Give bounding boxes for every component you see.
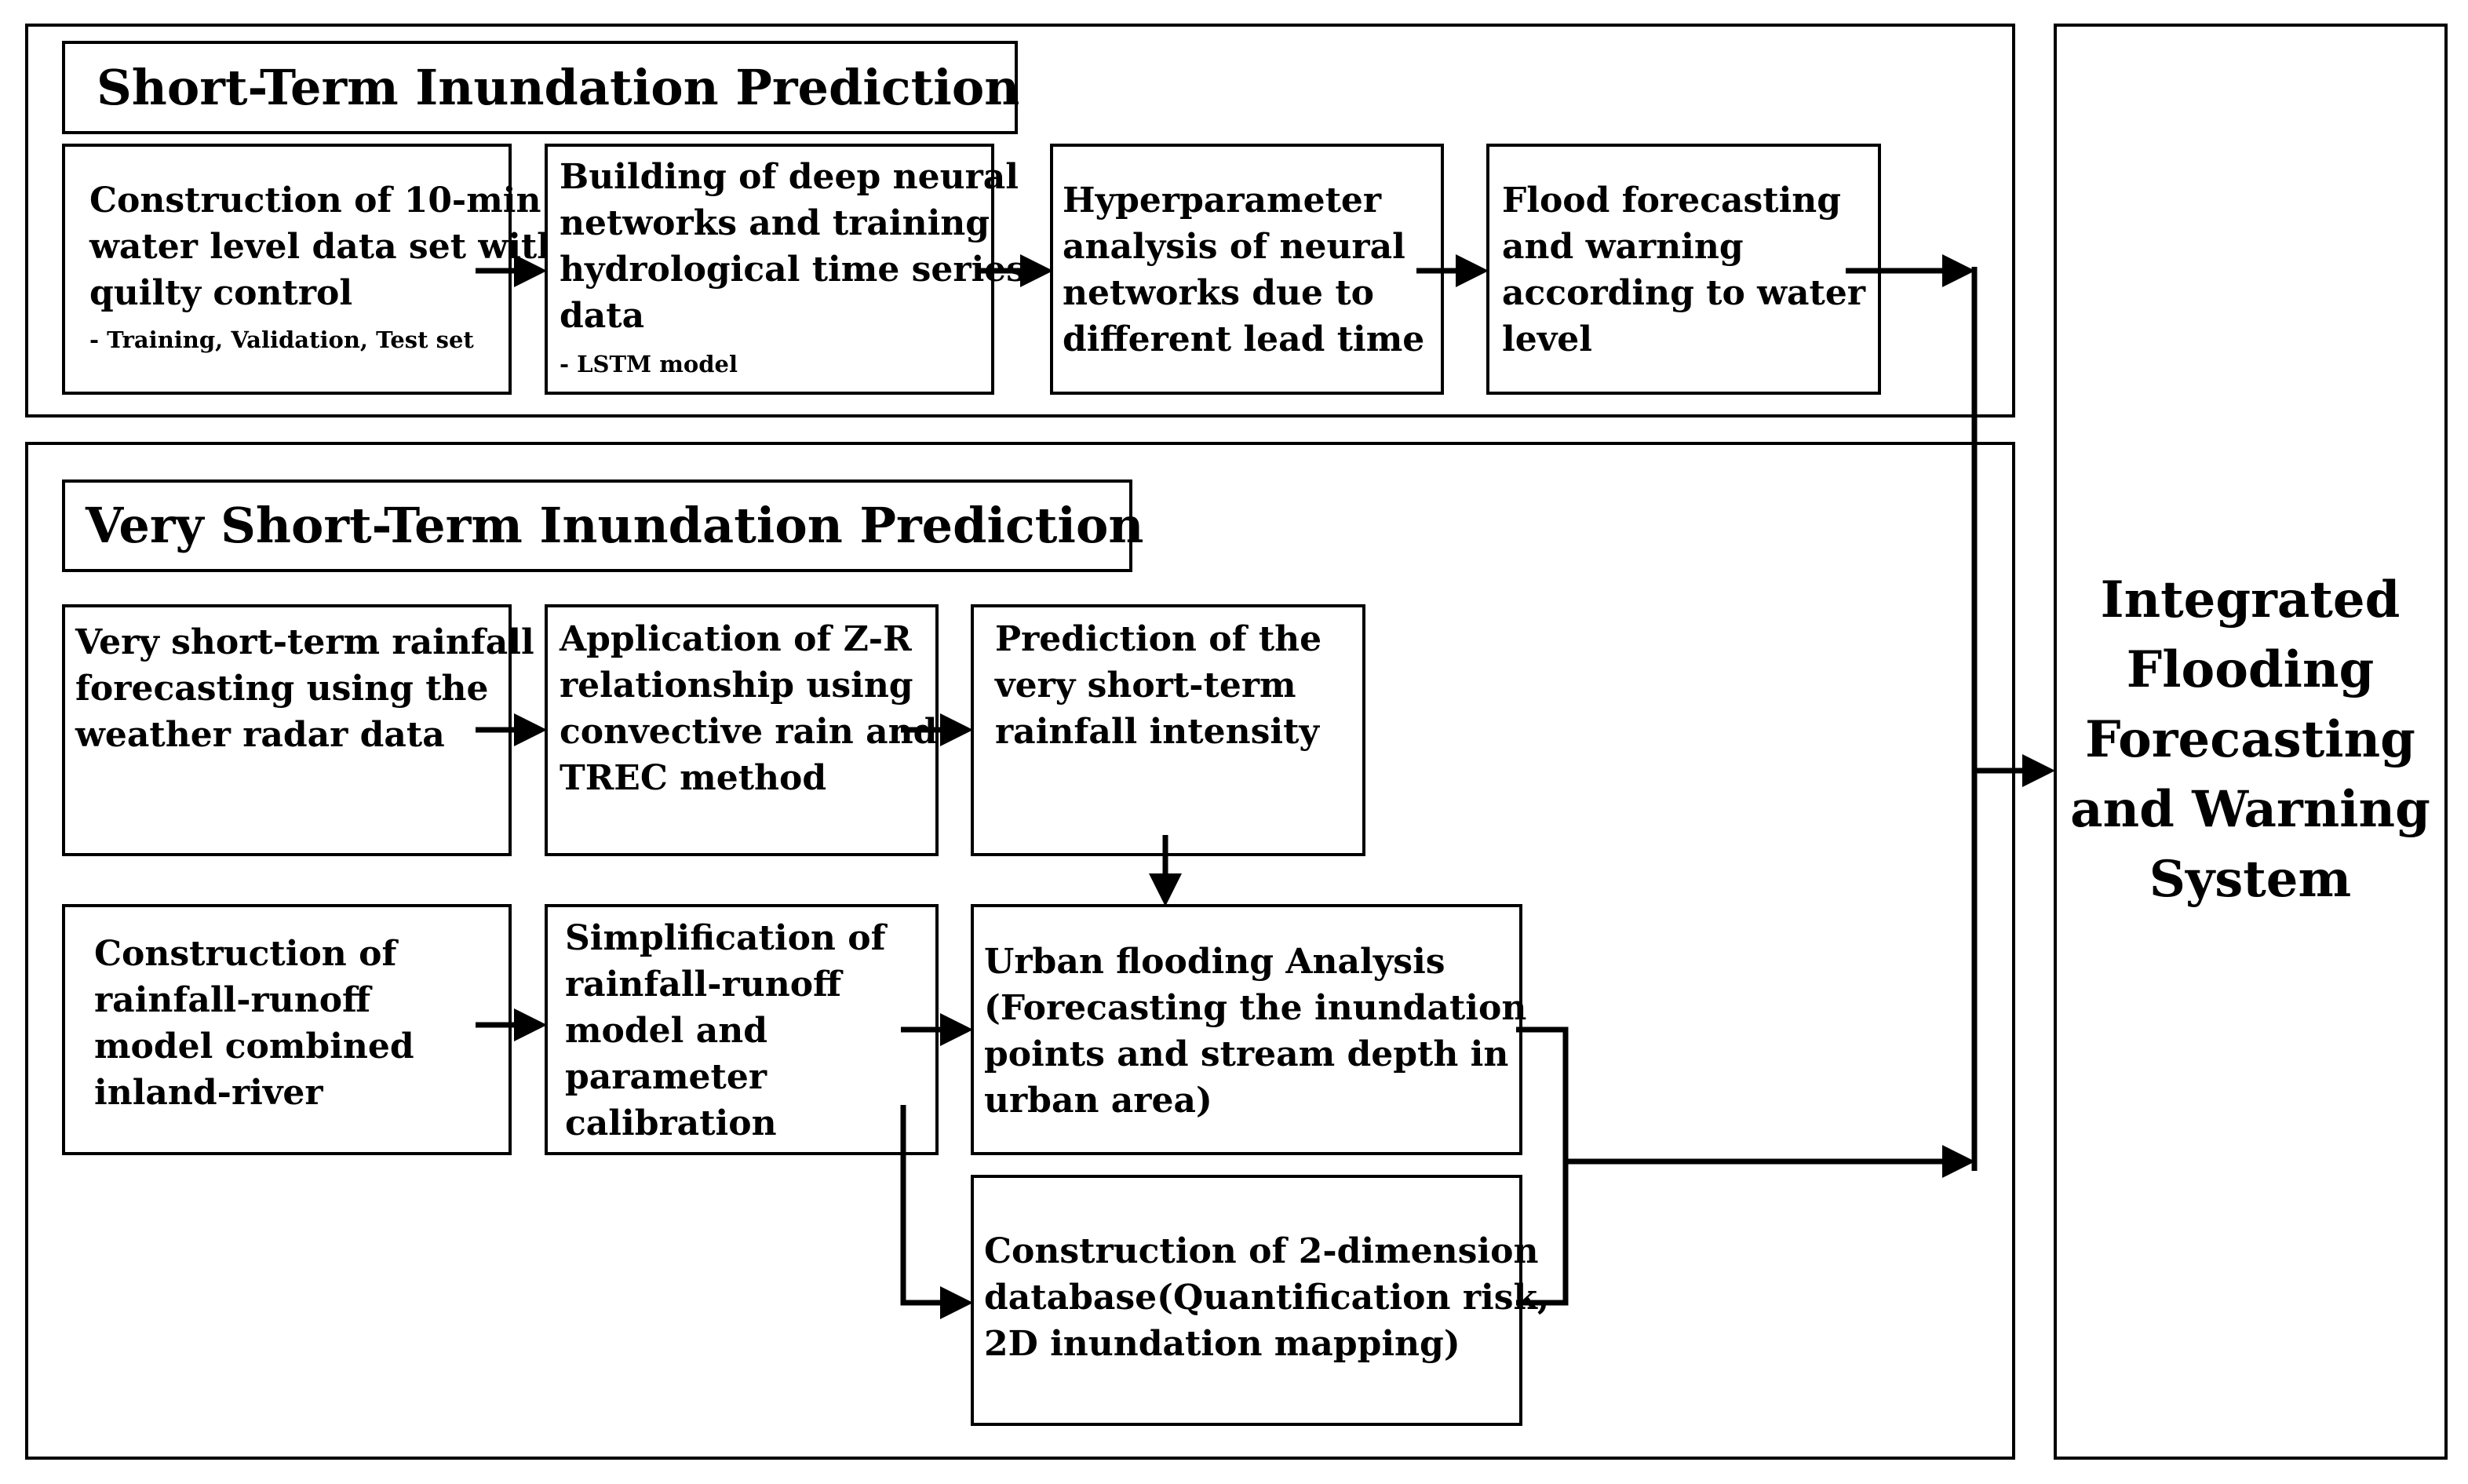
water-level-dataset-box: [62, 144, 512, 395]
deep-neural-network-text: Building of deep neural networks and tra…: [560, 157, 1026, 336]
very-short-term-frame: [25, 442, 2015, 1460]
two-dimension-database-box: [971, 1175, 1522, 1426]
rainfall-runoff-model-text: Construction of rainfall-runoff model co…: [94, 934, 414, 1113]
model-simplification-box: [545, 904, 939, 1155]
model-simplification-text: Simplification of rainfall-runoff model …: [565, 918, 886, 1143]
dataset-split-note: - Training, Validation, Test set: [89, 326, 474, 353]
short-term-frame: [25, 24, 2015, 417]
zr-relationship-text: Application of Z-R relationship using co…: [560, 619, 938, 798]
lstm-model-note: - LSTM model: [560, 351, 738, 377]
flood-forecasting-text: Flood forecasting and warning according …: [1502, 180, 1866, 359]
urban-flooding-analysis-box: [971, 904, 1522, 1155]
rainfall-intensity-prediction-text: Prediction of the very short-term rainfa…: [995, 619, 1322, 752]
two-dimension-database-text: Construction of 2-dimension database(Qua…: [984, 1231, 1550, 1364]
zr-relationship-box: [545, 604, 939, 856]
hyperparameter-analysis-text: Hyperparameter analysis of neural networ…: [1063, 180, 1425, 359]
radar-rainfall-forecast-text: Very short-term rainfall forecasting usi…: [75, 622, 534, 755]
integrated-system-title: Integrated Flooding Forecasting and Warn…: [2070, 571, 2430, 909]
hyperparameter-analysis-box: [1050, 144, 1444, 395]
merge-connector: [1516, 1026, 1569, 1306]
arrow-simplification-to-database: [900, 1105, 973, 1319]
rainfall-runoff-model-box: [62, 904, 512, 1155]
rainfall-intensity-prediction-box: [971, 604, 1365, 856]
short-term-title: Short-Term Inundation Prediction: [62, 41, 1019, 134]
integrated-system-frame: [2054, 24, 2448, 1460]
urban-flooding-analysis-text: Urban flooding Analysis (Forecasting the…: [984, 942, 1527, 1121]
very-short-term-title: Very Short-Term Inundation Prediction: [62, 479, 1143, 572]
